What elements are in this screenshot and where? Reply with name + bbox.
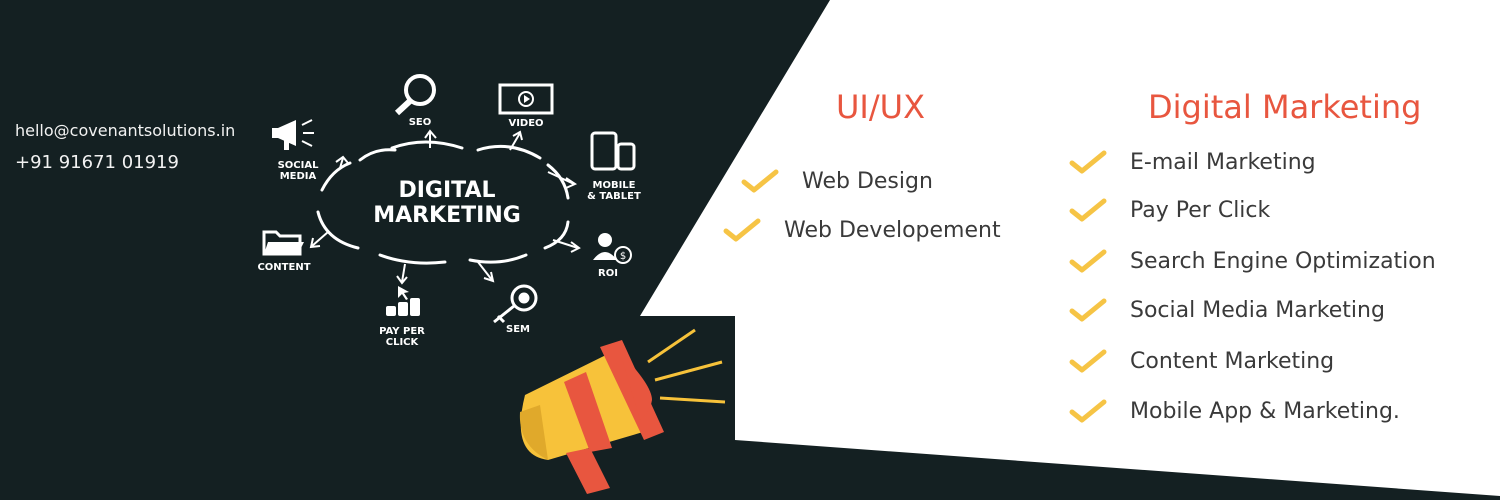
dm-item-mobile-app-marketing: Mobile App & Marketing. (1068, 398, 1400, 424)
folder-icon (262, 230, 304, 256)
hub-node-mobile-tablet: MOBILE & TABLET (587, 180, 641, 202)
hub-node-seo: SEO (408, 117, 432, 128)
dm-item-seo: Search Engine Optimization (1068, 248, 1436, 274)
hub-node-social-media: SOCIAL MEDIA (277, 160, 319, 182)
megaphone-icon (519, 328, 726, 494)
dm-item-email-marketing: E-mail Marketing (1068, 149, 1316, 175)
hub-node-video: VIDEO (508, 118, 544, 129)
hub-cloud (316, 140, 570, 265)
contact-email[interactable]: hello@covenantsolutions.in (15, 121, 236, 140)
dm-item-label: Social Media Marketing (1130, 297, 1385, 323)
hub-connectors (309, 129, 581, 285)
check-icon (1069, 349, 1107, 373)
contact-phone[interactable]: +91 91671 01919 (15, 152, 179, 173)
uiux-item-label: Web Developement (784, 217, 1001, 243)
check-icon (1069, 198, 1107, 222)
dm-item-content-marketing: Content Marketing (1068, 348, 1334, 374)
check-icon (1069, 249, 1107, 273)
digital-marketing-title: Digital Marketing (1148, 88, 1422, 126)
dm-item-label: E-mail Marketing (1130, 149, 1316, 175)
target-key-icon (493, 284, 538, 324)
dm-item-label: Content Marketing (1130, 348, 1335, 374)
dm-item-label: Pay Per Click (1130, 197, 1271, 223)
check-icon (741, 169, 779, 193)
mobile-tablet-icon (590, 131, 636, 171)
coins-cursor-icon (386, 286, 420, 316)
white-panel (640, 0, 1500, 496)
hub-node-pay-per-click: PAY PER CLICK (379, 326, 425, 348)
hub-title: DIGITAL MARKETING (352, 178, 542, 228)
hub-title-line2: MARKETING (373, 203, 521, 228)
uiux-title: UI/UX (836, 88, 925, 126)
dm-item-social-media-marketing: Social Media Marketing (1068, 297, 1385, 323)
dm-item-label: Mobile App & Marketing. (1130, 398, 1400, 424)
video-icon (498, 83, 554, 115)
megaphone-small-icon (272, 119, 314, 150)
hub-node-content: CONTENT (257, 262, 311, 273)
dm-item-label: Search Engine Optimization (1130, 248, 1436, 274)
dm-item-pay-per-click: Pay Per Click (1068, 197, 1270, 223)
hub-node-roi: ROI (598, 268, 618, 279)
svg-text:$: $ (620, 251, 626, 262)
uiux-item-web-development: Web Developement (722, 217, 1001, 243)
check-icon (1069, 298, 1107, 322)
hub-node-sem: SEM (506, 324, 530, 335)
uiux-item-label: Web Design (802, 168, 933, 194)
search-icon (394, 74, 436, 116)
check-icon (723, 218, 761, 242)
check-icon (1069, 399, 1107, 423)
check-icon (1069, 150, 1107, 174)
uiux-item-web-design: Web Design (740, 168, 933, 194)
roi-icon: $ (593, 233, 632, 264)
hub-title-line1: DIGITAL (398, 178, 496, 203)
